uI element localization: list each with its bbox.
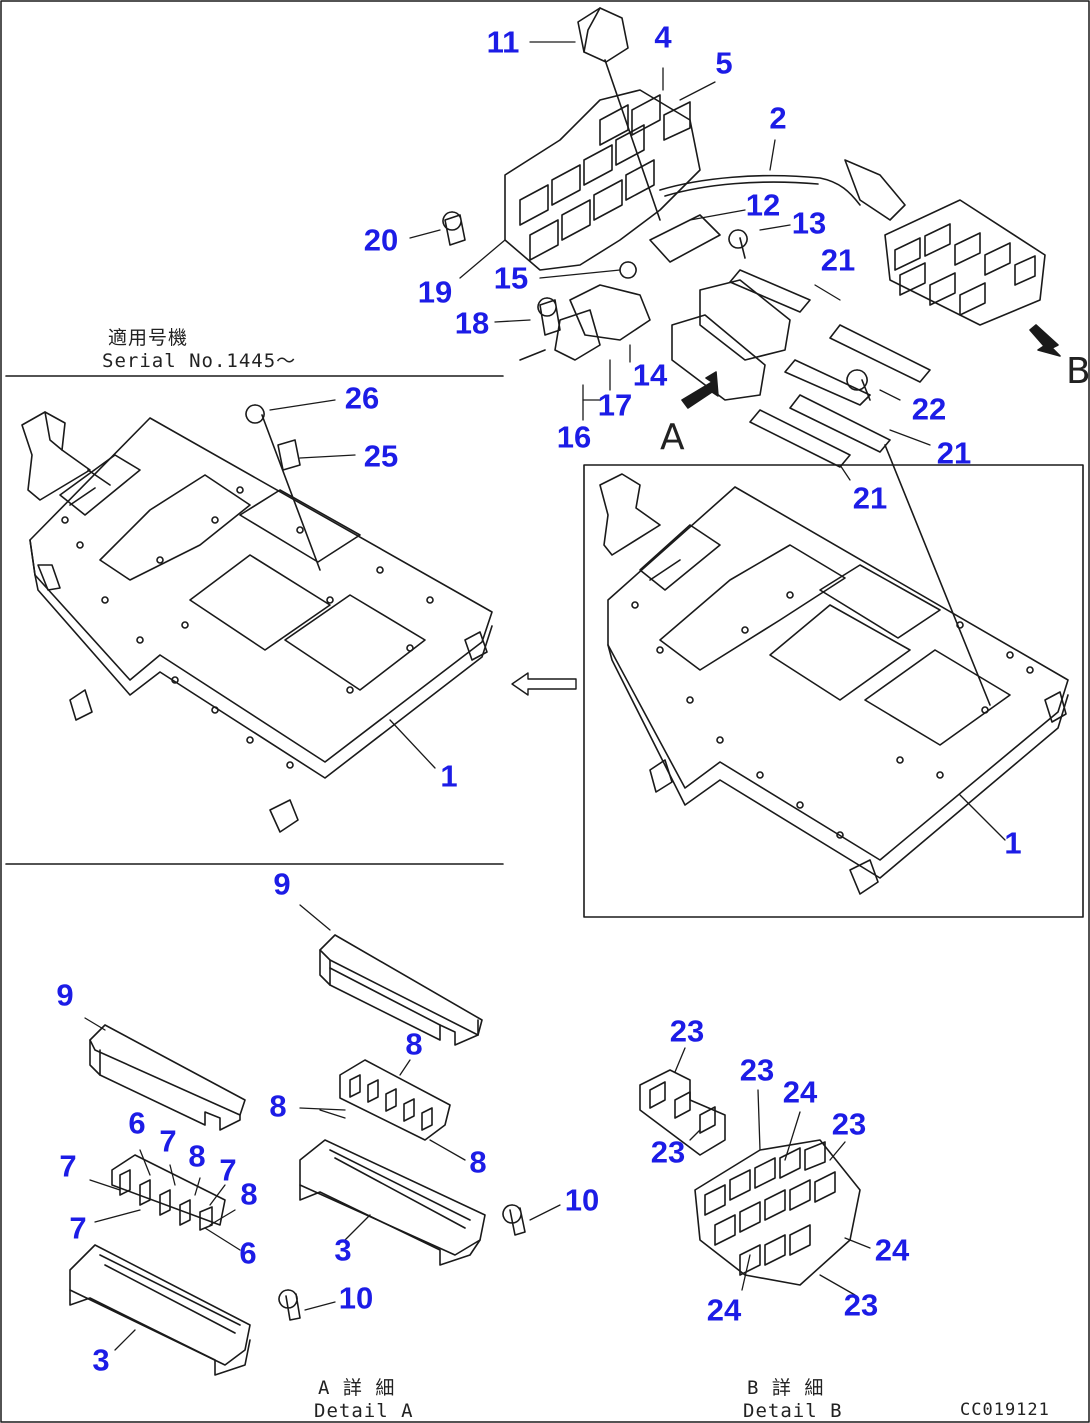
callout-22: 22	[911, 391, 947, 427]
leader-lines-right-frame	[959, 794, 1006, 841]
callout-9-left: 9	[56, 977, 74, 1013]
leader-lines-detail-b	[674, 1047, 871, 1296]
detail-b-caption-en: Detail B	[743, 1400, 843, 1422]
callout-20: 20	[363, 222, 399, 258]
callout-25: 25	[363, 438, 399, 474]
callout-23-b: 23	[739, 1052, 775, 1088]
detail-a-caption-jp: A 詳 細	[318, 1377, 396, 1399]
callout-8-e: 8	[240, 1176, 258, 1212]
callout-10-right: 10	[564, 1182, 600, 1218]
leader-lines-top	[409, 41, 931, 481]
callout-7-a: 7	[159, 1123, 177, 1159]
callout-7-d: 7	[69, 1210, 87, 1246]
callout-8-c: 8	[469, 1144, 487, 1180]
right-mounting-frame	[599, 473, 1069, 895]
callout-15: 15	[493, 260, 529, 296]
detail-a-caption-en: Detail A	[314, 1400, 414, 1422]
callout-7-b: 7	[219, 1152, 237, 1188]
leader-lines-detail-a	[84, 904, 561, 1351]
callout-23-a: 23	[669, 1013, 705, 1049]
callout-24-c: 24	[706, 1292, 742, 1328]
callout-21-mid: 21	[936, 435, 972, 471]
callout-23-c: 23	[831, 1106, 867, 1142]
callout-13: 13	[791, 205, 827, 241]
view-a-letter: A	[660, 417, 685, 458]
callout-14: 14	[632, 357, 668, 393]
relay-block-assembly	[442, 7, 1061, 706]
serial-caption-en: Serial No.1445～	[102, 350, 297, 372]
callout-6-a: 6	[128, 1105, 146, 1141]
detail-b-assembly	[639, 1069, 861, 1286]
callout-3-left: 3	[92, 1342, 110, 1378]
callout-9-top: 9	[273, 866, 291, 902]
callout-8-a: 8	[405, 1026, 423, 1062]
detail-a-assembly	[69, 934, 526, 1376]
callout-1-right: 1	[1004, 825, 1022, 861]
callout-12: 12	[745, 187, 781, 223]
serial-caption-jp: 適用号機	[108, 327, 189, 349]
detail-b-caption-jp: B 詳 細	[747, 1377, 825, 1399]
callout-2: 2	[769, 100, 787, 136]
callout-19: 19	[417, 274, 453, 310]
callout-4: 4	[654, 19, 672, 55]
callout-18: 18	[454, 305, 490, 341]
callout-26: 26	[344, 380, 380, 416]
callout-3-right: 3	[334, 1232, 352, 1268]
leader-lines-left-frame	[269, 399, 436, 769]
callout-10-left: 10	[338, 1280, 374, 1316]
view-b-letter: B	[1066, 351, 1090, 392]
callout-23-e: 23	[843, 1287, 879, 1323]
drawing-code: CC019121	[960, 1400, 1050, 1420]
callout-8-d: 8	[188, 1138, 206, 1174]
callout-17: 17	[597, 387, 633, 423]
callout-24-a: 24	[782, 1074, 818, 1110]
callout-23-d: 23	[650, 1134, 686, 1170]
callout-16: 16	[556, 419, 592, 455]
callout-8-b: 8	[269, 1088, 287, 1124]
callout-21-top: 21	[820, 242, 856, 278]
callout-24-b: 24	[874, 1232, 910, 1268]
callout-21-low: 21	[852, 480, 888, 516]
left-mounting-frame	[21, 404, 493, 833]
callout-5: 5	[715, 45, 733, 81]
direction-arrow-icon	[511, 672, 577, 696]
callout-1-left: 1	[440, 758, 458, 794]
callout-6-b: 6	[239, 1235, 257, 1271]
callout-7-c: 7	[59, 1148, 77, 1184]
callout-11: 11	[486, 24, 520, 60]
